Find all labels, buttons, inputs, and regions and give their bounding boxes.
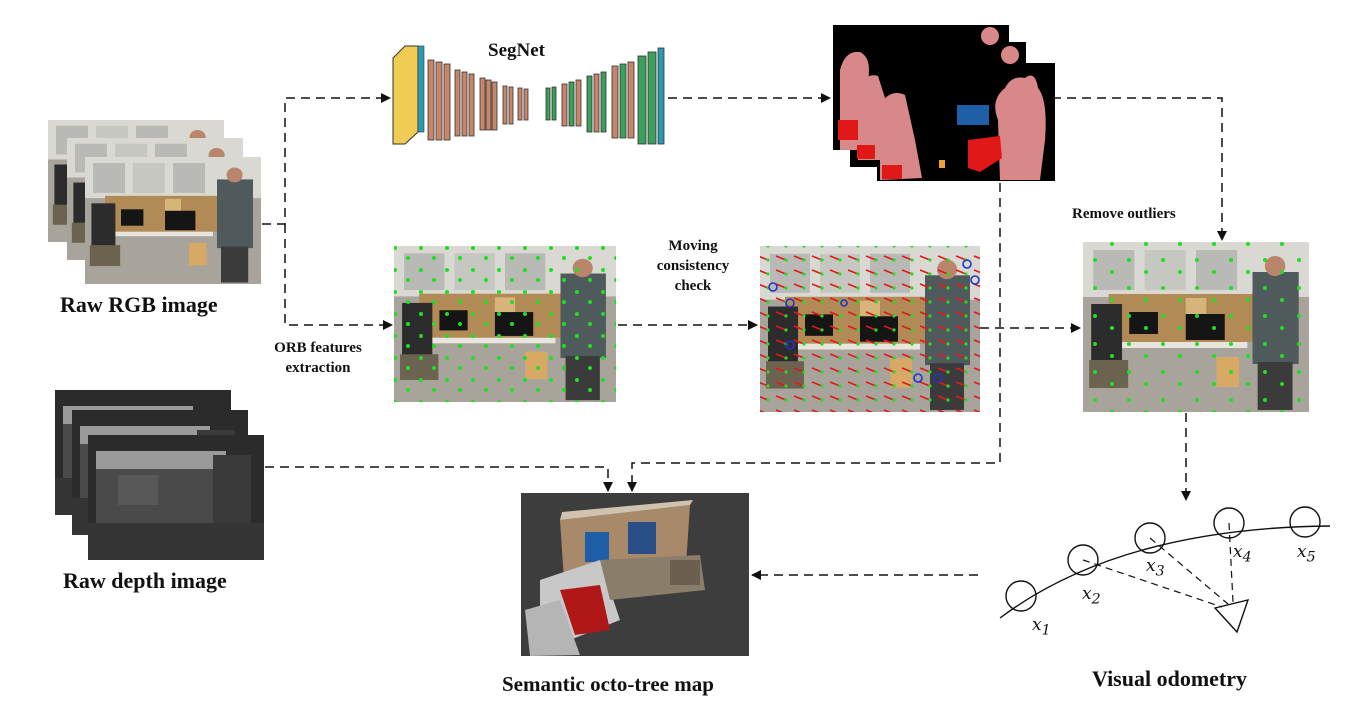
camera-triangle [1213,599,1250,634]
pose-label-1-var: x [1032,615,1042,635]
raw-rgb-image-stack [48,120,261,284]
pose-label-5: x5 [1297,542,1316,565]
arrow-depth-to-map [265,466,613,492]
pose-label-4-var: x [1233,542,1243,562]
arrow-mask-to-outliers [1052,97,1227,241]
pose-label-1-sub: 1 [1041,622,1051,639]
orb-label-line2: extraction [285,360,351,376]
orb-label: ORB features extraction [258,338,378,378]
pose-circle-2 [1067,544,1099,576]
visual-odometry-label: Visual odometry [1092,666,1248,691]
moving-consistency-label: Moving consistency check [638,236,748,296]
raw-depth-label: Raw depth image [63,568,227,593]
pose-label-2-var: x [1082,584,1092,604]
pose-circle-1 [1005,580,1037,612]
outlier-removed-image [1083,242,1309,412]
arrow-rgb-to-segnet [262,93,391,225]
flow-arrows [262,93,1227,580]
pose-label-3: x3 [1146,556,1165,579]
trajectory-curve [999,525,1331,619]
pose-label-1: x1 [1032,615,1051,638]
moving-label-line3: check [674,278,712,294]
octo-tree-map-image [521,493,749,656]
segnet-network [392,45,665,145]
pose-label-4: x4 [1233,542,1252,565]
pose-label-3-sub: 3 [1155,563,1165,580]
pose-circle-3 [1134,522,1166,554]
pose-label-5-sub: 5 [1306,549,1316,566]
moving-label-line2: consistency [656,258,730,274]
pose-label-2-sub: 2 [1091,591,1101,608]
pose-label-4-sub: 4 [1242,549,1252,566]
pose-label-5-var: x [1297,542,1307,562]
arrow-mask-to-map [627,183,1001,492]
orb-features-image [394,246,616,402]
visual-odometry-diagram [999,506,1331,634]
pose-circle-5 [1289,506,1321,538]
orb-label-line1: ORB features [274,340,362,356]
moving-consistency-image [760,246,980,412]
segnet-label: SegNet [488,40,545,61]
remove-outliers-label: Remove outliers [1072,206,1176,222]
pose-circle-4 [1213,507,1245,539]
segmentation-mask-stack [833,25,1055,181]
octo-map-label: Semantic octo-tree map [502,672,714,696]
arrow-rgb-to-orb [284,224,393,330]
raw-rgb-label: Raw RGB image [60,292,218,317]
pose-label-3-var: x [1146,556,1156,576]
pose-label-2: x2 [1082,584,1101,607]
moving-label-line1: Moving [668,238,718,254]
raw-depth-image-stack [55,390,264,560]
